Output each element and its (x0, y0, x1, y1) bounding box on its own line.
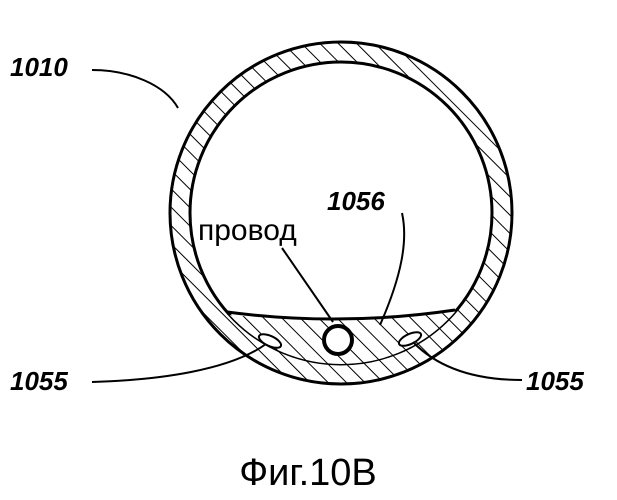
leader-1056 (380, 213, 404, 325)
wire-circle (324, 326, 352, 354)
figure-caption: Фиг.10B (239, 452, 377, 494)
label-1010: 1010 (10, 52, 68, 82)
label-wire: провод (198, 214, 297, 247)
label-1055-right: 1055 (526, 366, 584, 396)
leader-wire (282, 248, 333, 322)
label-1055-left: 1055 (10, 366, 68, 396)
label-1056: 1056 (327, 186, 385, 216)
leader-1010 (92, 70, 178, 108)
